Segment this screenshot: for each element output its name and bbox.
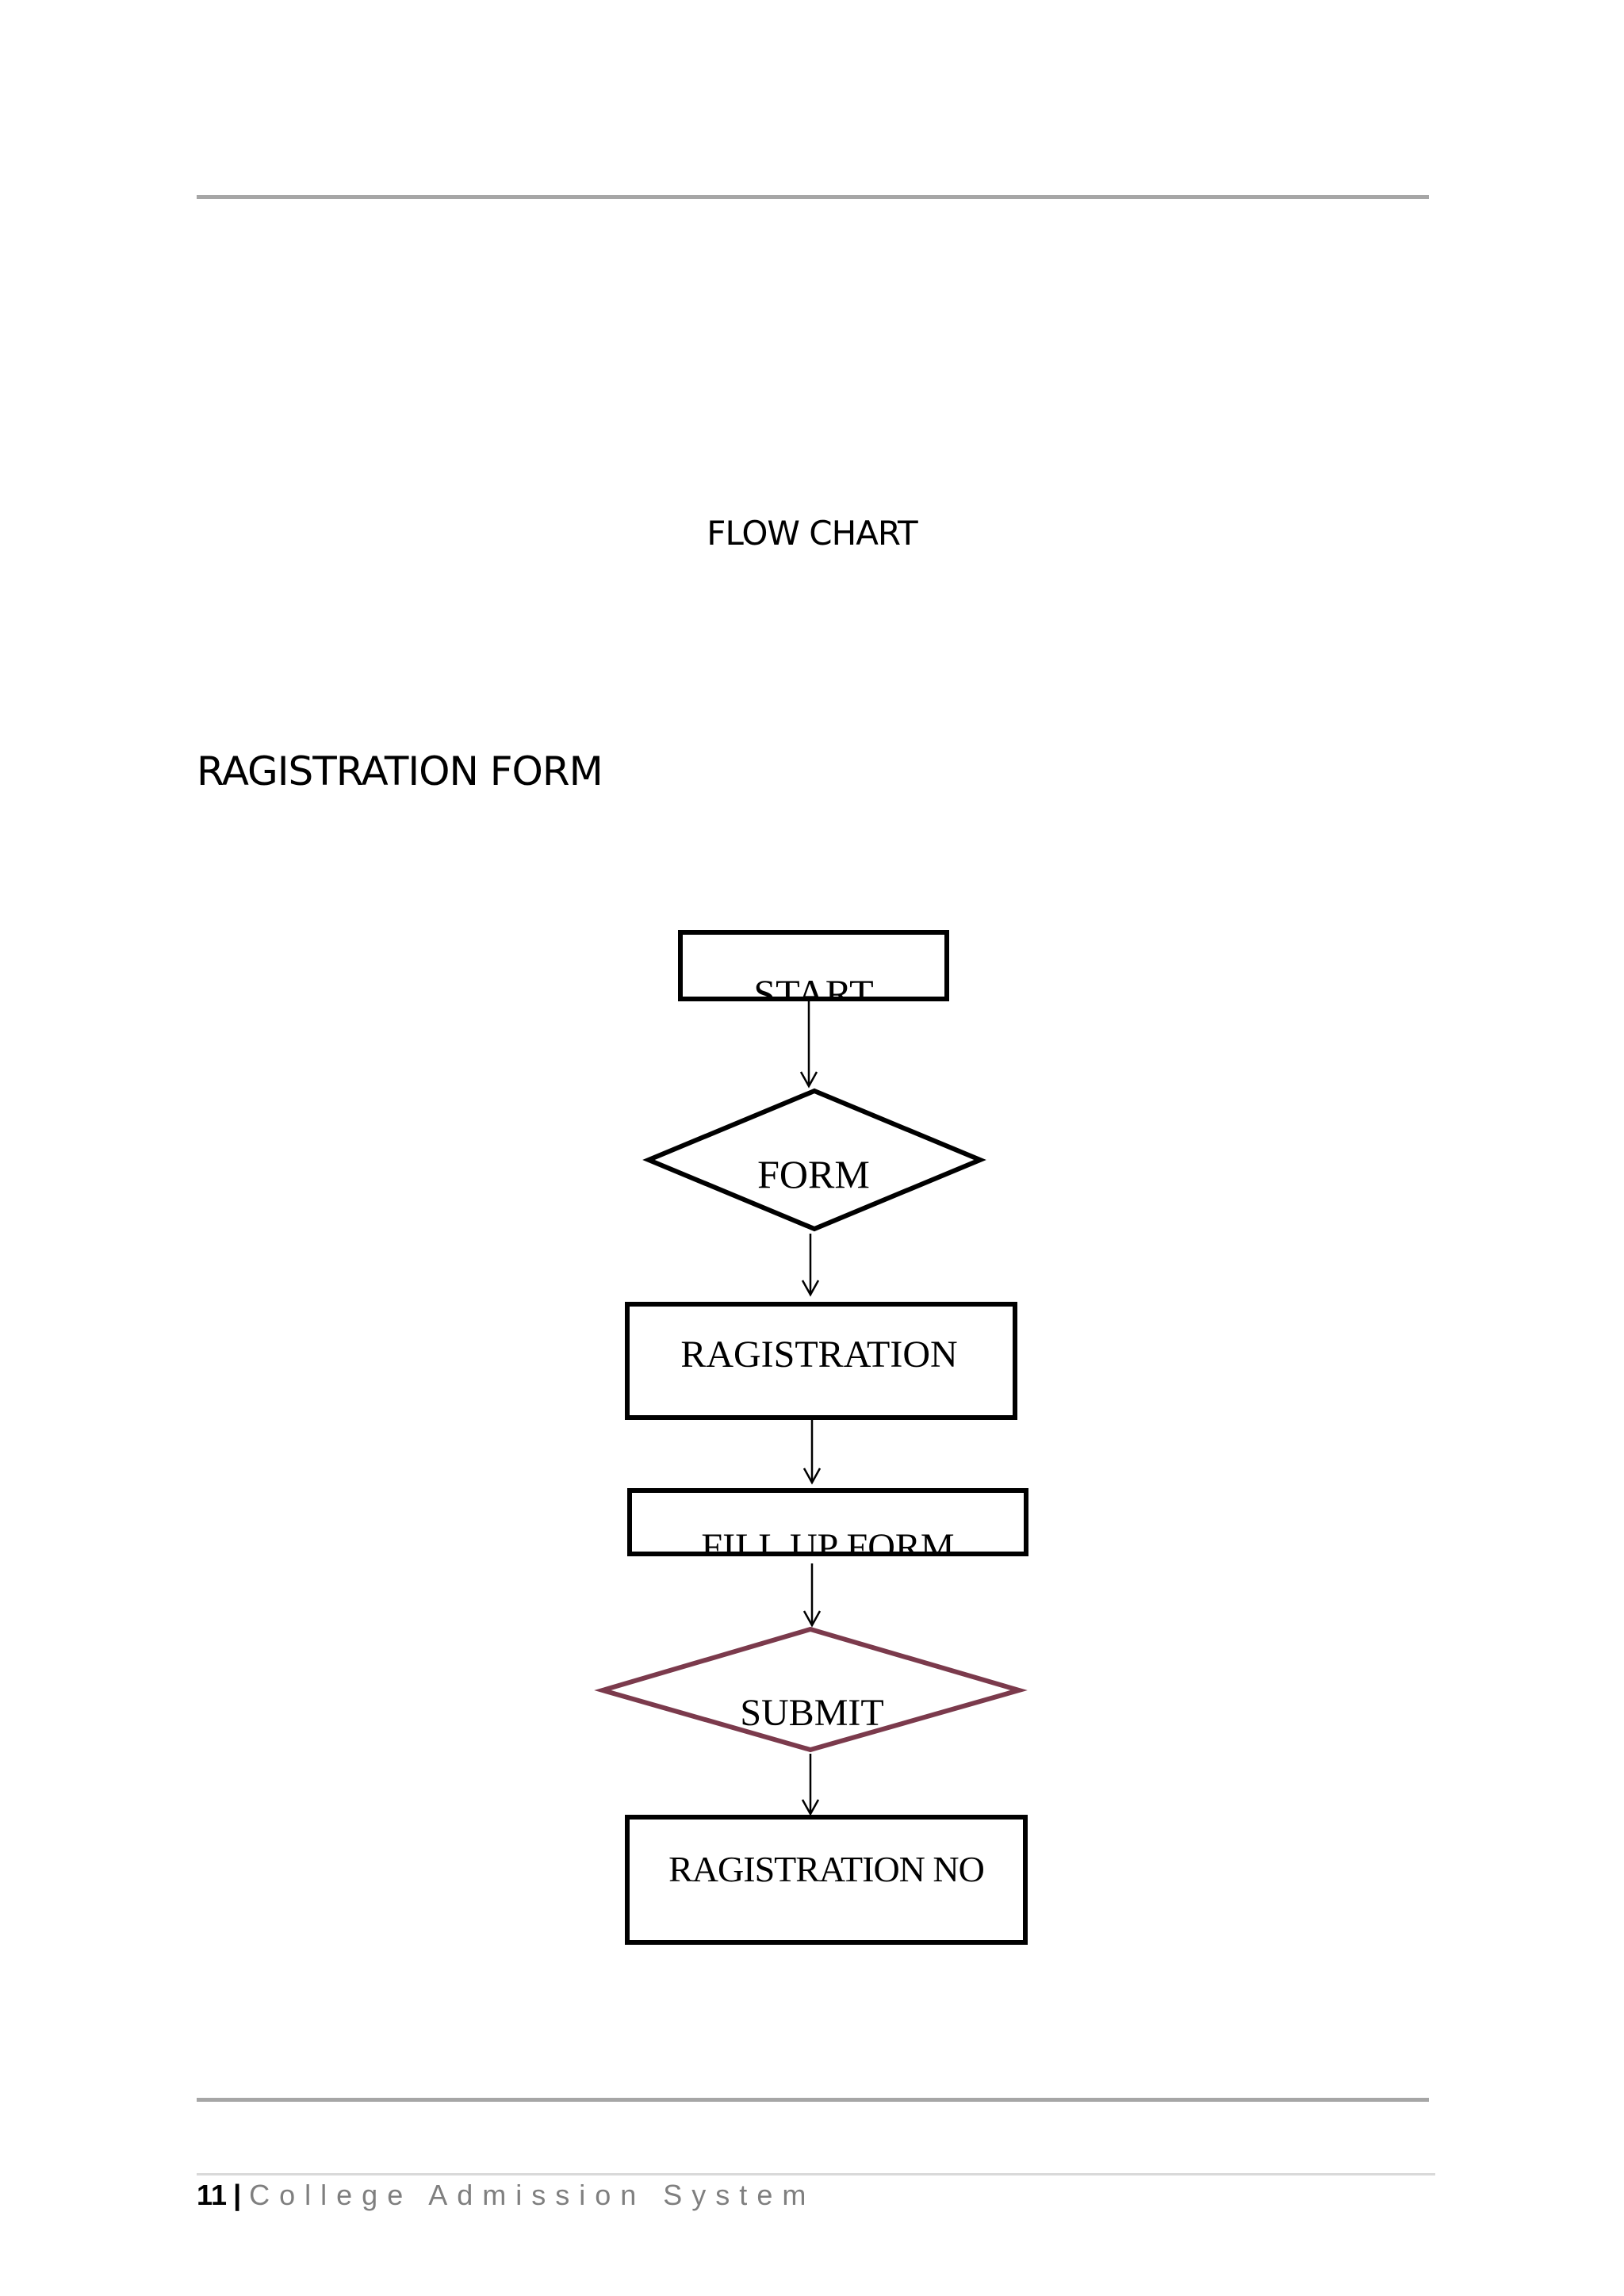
node-ragistration-no-box (625, 1815, 1028, 1945)
node-submit-label: SUBMIT (740, 1692, 883, 1734)
node-start-box (678, 930, 949, 1001)
footer-thin-rule (197, 2173, 1435, 2175)
page-title: FLOW CHART (707, 514, 917, 553)
page-footer: 11|College Admission System (197, 2179, 815, 2212)
node-form: FORM (642, 1088, 986, 1232)
node-ragistration: RAGISTRATION (625, 1302, 1017, 1420)
node-ragistration-no: RAGISTRATION NO (625, 1815, 1028, 1945)
node-submit-diamond (594, 1626, 1028, 1753)
node-submit: SUBMIT (594, 1626, 1028, 1753)
node-fill-up-form-box (627, 1488, 1028, 1556)
node-ragistration-label: RAGISTRATION (680, 1334, 957, 1376)
node-form-diamond (642, 1088, 986, 1232)
node-start-label: START (753, 971, 873, 1016)
node-start: START (678, 930, 949, 1016)
node-fill-up-form: FILL UP FORM (627, 1488, 1028, 1568)
arrowhead-start-form (799, 1071, 818, 1089)
arrowhead-fill-submit (802, 1610, 822, 1628)
arrowhead-form-ragistration (801, 1280, 820, 1297)
footer-separator: | (233, 2179, 242, 2211)
arrowhead-ragistration-fill (802, 1468, 822, 1485)
header-rule (197, 195, 1429, 199)
node-form-label: FORM (757, 1152, 870, 1196)
document-name: College Admission System (249, 2179, 816, 2211)
node-fill-up-form-label: FILL UP FORM (701, 1526, 954, 1568)
section-heading: RAGISTRATION FORM (197, 748, 603, 794)
connectors (799, 1001, 822, 1816)
arrowhead-submit-ragistration-no (801, 1799, 820, 1816)
footer-rule (197, 2098, 1429, 2102)
node-ragistration-no-label: RAGISTRATION NO (668, 1849, 984, 1889)
page-number: 11 (197, 2179, 228, 2211)
node-ragistration-box (625, 1302, 1017, 1420)
